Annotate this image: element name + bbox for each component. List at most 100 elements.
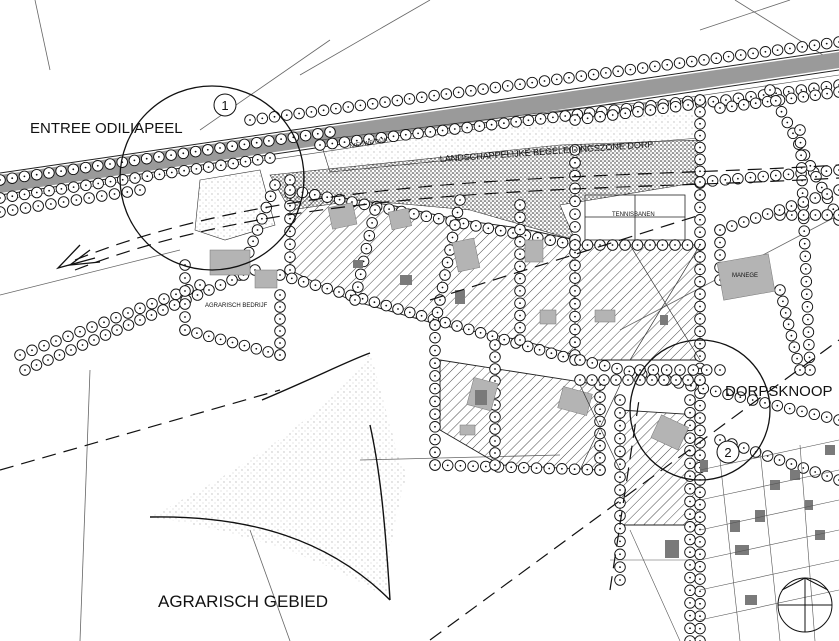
- tree-center: [482, 88, 484, 90]
- tree-center: [79, 330, 81, 333]
- tree-center: [451, 236, 454, 239]
- tree: [833, 86, 839, 98]
- tree-center: [97, 182, 100, 185]
- tree-center: [58, 354, 61, 356]
- tree-center: [689, 513, 691, 516]
- tree-center: [279, 354, 281, 356]
- tree-center: [279, 330, 281, 332]
- tree-center: [802, 467, 805, 469]
- tree-center: [802, 95, 805, 98]
- tree-center: [527, 119, 530, 122]
- tree-center: [279, 294, 281, 296]
- tree-center: [699, 454, 701, 457]
- tree-center: [519, 228, 521, 231]
- tree-center: [121, 178, 124, 181]
- tree-center: [769, 89, 771, 91]
- tree-center: [611, 244, 614, 246]
- tree-center: [220, 164, 222, 167]
- tree-center: [690, 384, 692, 387]
- tree-center: [574, 290, 576, 292]
- tree-center: [113, 193, 116, 195]
- tree-center: [619, 450, 621, 453]
- tree-center: [699, 111, 701, 113]
- tree-center: [439, 299, 441, 301]
- tree-center: [380, 136, 383, 139]
- tree-center: [231, 279, 233, 281]
- tree-center: [599, 396, 601, 398]
- tree-center: [574, 226, 576, 228]
- tree-center: [437, 217, 440, 220]
- tree-center: [75, 199, 78, 201]
- node-circles: [119, 85, 771, 481]
- tree-center: [803, 242, 806, 245]
- tree-center: [231, 145, 234, 148]
- tree-center: [619, 489, 621, 491]
- tree-center: [467, 328, 470, 331]
- residential-plots: [610, 439, 839, 641]
- tree-center: [519, 240, 521, 243]
- tree-center: [420, 96, 423, 99]
- tree-center: [290, 277, 293, 280]
- tree-center: [803, 230, 806, 233]
- tree-center: [0, 197, 1, 199]
- tree-center: [564, 115, 567, 117]
- tree-center: [289, 243, 291, 246]
- tree-center: [494, 428, 496, 430]
- tree-center: [454, 224, 456, 226]
- tree-center: [826, 214, 829, 216]
- tree-center: [127, 312, 129, 314]
- tree-center: [719, 369, 721, 371]
- tree-center: [808, 356, 811, 359]
- tree-center: [146, 175, 149, 178]
- tree-center: [91, 326, 93, 328]
- tree-center: [374, 209, 376, 211]
- tree-center: [719, 254, 721, 256]
- tree-center: [459, 464, 462, 467]
- tree-center: [256, 229, 259, 231]
- tree-center: [790, 214, 793, 216]
- tree-center: [434, 438, 436, 441]
- tree-center: [724, 178, 727, 181]
- tree-center: [506, 85, 509, 87]
- tree-center: [686, 244, 689, 246]
- tree-center: [35, 191, 38, 194]
- tree-center: [269, 195, 272, 198]
- tree-center: [85, 184, 87, 187]
- tree-center: [434, 387, 436, 390]
- tree-center: [599, 420, 601, 423]
- tree-center: [280, 138, 282, 141]
- tree-center: [494, 380, 496, 382]
- tree-center: [641, 67, 644, 69]
- tree-center: [484, 465, 487, 468]
- tree-center: [494, 86, 497, 89]
- tree-center: [806, 305, 809, 308]
- tree-center: [331, 142, 334, 145]
- tree-center: [72, 186, 75, 189]
- tree-center: [725, 99, 727, 101]
- tree-center: [289, 269, 291, 271]
- tree: [833, 209, 839, 221]
- tree-center: [158, 173, 161, 176]
- tree-center: [579, 379, 581, 381]
- tree-center: [37, 205, 40, 207]
- tree-center: [279, 274, 281, 276]
- tree-center: [574, 213, 576, 216]
- tree-center: [820, 186, 823, 189]
- tree-center: [322, 109, 325, 112]
- tree-center: [196, 332, 198, 334]
- tree-center: [274, 184, 276, 186]
- tree-center: [624, 244, 626, 246]
- tree-center: [555, 78, 558, 81]
- tree-rows: [0, 36, 839, 641]
- tree-center: [494, 344, 496, 346]
- tree-center: [689, 424, 691, 427]
- tree-center: [304, 134, 307, 137]
- tree-center: [727, 393, 729, 396]
- tree-center: [139, 189, 141, 191]
- tree-center: [269, 157, 271, 159]
- tree-center: [289, 230, 291, 233]
- tree-center: [591, 362, 594, 364]
- tree: [833, 164, 839, 176]
- tree-center: [727, 55, 730, 58]
- tree-center: [782, 300, 784, 303]
